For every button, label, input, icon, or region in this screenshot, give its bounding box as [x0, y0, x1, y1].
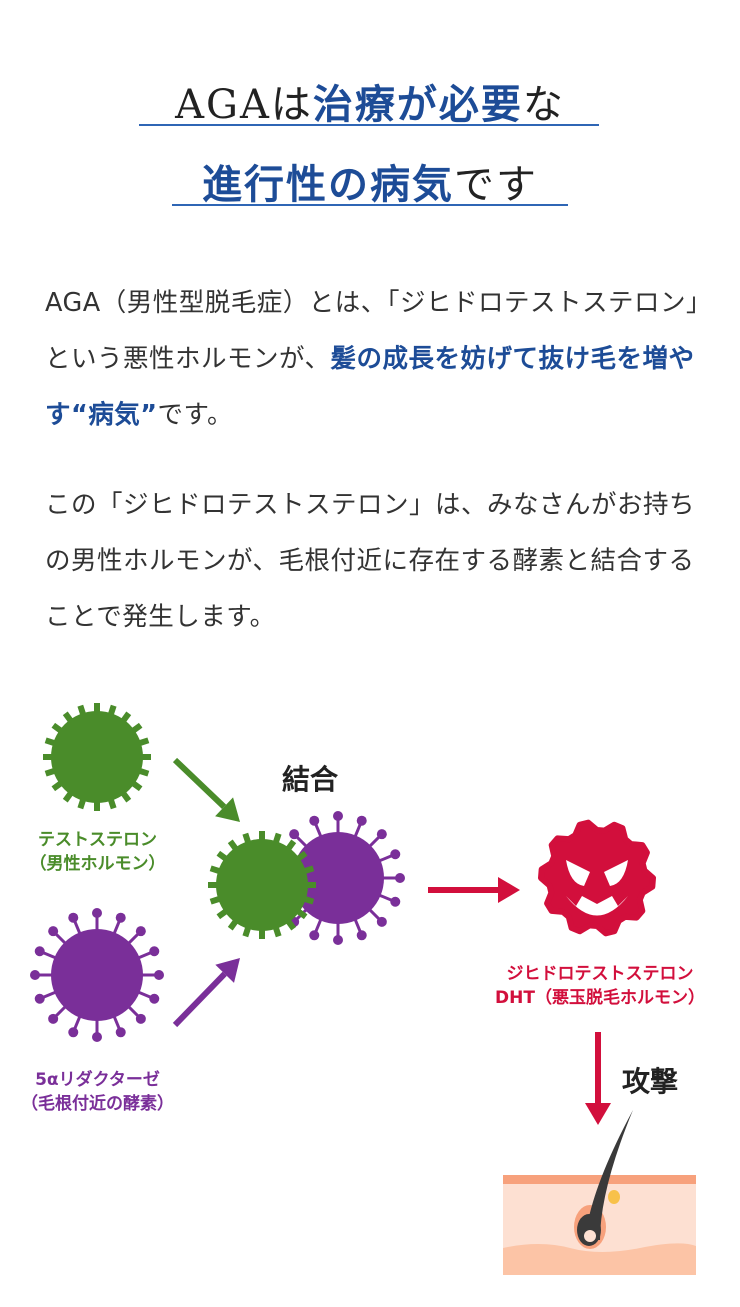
spike-tip [395, 873, 405, 883]
arrow-head [585, 1103, 611, 1125]
spike [94, 703, 100, 715]
spike-tip [333, 811, 343, 821]
body [51, 929, 143, 1021]
green-arrow-icon [172, 757, 240, 822]
spike-tip [356, 815, 367, 826]
spike-tip [115, 912, 126, 923]
heading-line-1: AGAは治療が必要な [175, 81, 565, 128]
dht-monster-icon [538, 819, 656, 937]
reductase-label: 5αリダクターゼ（毛根付近の酵素） [21, 1070, 174, 1114]
spike-tip [376, 916, 387, 927]
spike-tip [48, 926, 59, 937]
attack-label: 攻撃 [621, 1065, 678, 1098]
spike-tip [309, 815, 320, 826]
spike-tip [30, 970, 40, 980]
spike-tip [289, 829, 300, 840]
spike-tip [68, 912, 79, 923]
arrow-head [215, 958, 240, 983]
testosterone-cell-icon [43, 703, 151, 811]
purple-arrow-icon [172, 958, 240, 1028]
hair-icon [585, 1110, 633, 1240]
spike-tip [390, 896, 401, 907]
arrow-shaft [172, 971, 227, 1028]
body [216, 839, 308, 931]
heading-underline-2 [172, 204, 568, 206]
heading-line-2: 進行性の病気です [202, 161, 538, 208]
spike-tip [34, 993, 45, 1004]
spike [259, 831, 265, 843]
down-arrow-icon [585, 1032, 611, 1125]
monster-mouth [566, 896, 628, 916]
arrow-shaft [172, 757, 227, 809]
papilla [584, 1230, 596, 1242]
spike-tip [376, 829, 387, 840]
red-arrow-icon [428, 877, 520, 903]
spike-tip [135, 926, 146, 937]
spike-tip [149, 946, 160, 957]
spike-tip [390, 849, 401, 860]
spike-tip [92, 908, 102, 918]
spike-tip [309, 930, 320, 941]
spike [94, 799, 100, 811]
monster-left-eye [566, 860, 590, 886]
spike-tip [115, 1027, 126, 1038]
spike-tip [149, 993, 160, 1004]
skin-deep-layer [503, 1243, 696, 1275]
reductase-cell-icon [30, 908, 164, 1042]
bind-label: 結合 [281, 763, 338, 796]
sebaceous-gland [608, 1190, 620, 1204]
arrow-head [215, 797, 240, 822]
combined-testosterone-icon [208, 831, 316, 939]
body [51, 711, 143, 803]
spike-tip [356, 930, 367, 941]
spike-tip [68, 1027, 79, 1038]
spike-tip [34, 946, 45, 957]
testosterone-label: テストステロン（男性ホルモン） [29, 830, 166, 874]
monster-right-eye [604, 860, 628, 886]
heading-underline-1 [139, 124, 599, 126]
arrow-head [498, 877, 520, 903]
intro-paragraph: AGA（男性型脱毛症）とは、「ジヒドロテストステロン」という悪性ホルモンが、髪の… [45, 288, 700, 430]
skin-surface [503, 1175, 696, 1184]
spike-tip [154, 970, 164, 980]
body [292, 832, 384, 924]
spike-tip [135, 1013, 146, 1024]
spike [259, 927, 265, 939]
spike-tip [333, 935, 343, 945]
spike-tip [48, 1013, 59, 1024]
spike-tip [92, 1032, 102, 1042]
cause-paragraph: この「ジヒドロテストステロン」は、みなさんがお持ちの男性ホルモンが、毛根付近に存… [45, 490, 696, 632]
